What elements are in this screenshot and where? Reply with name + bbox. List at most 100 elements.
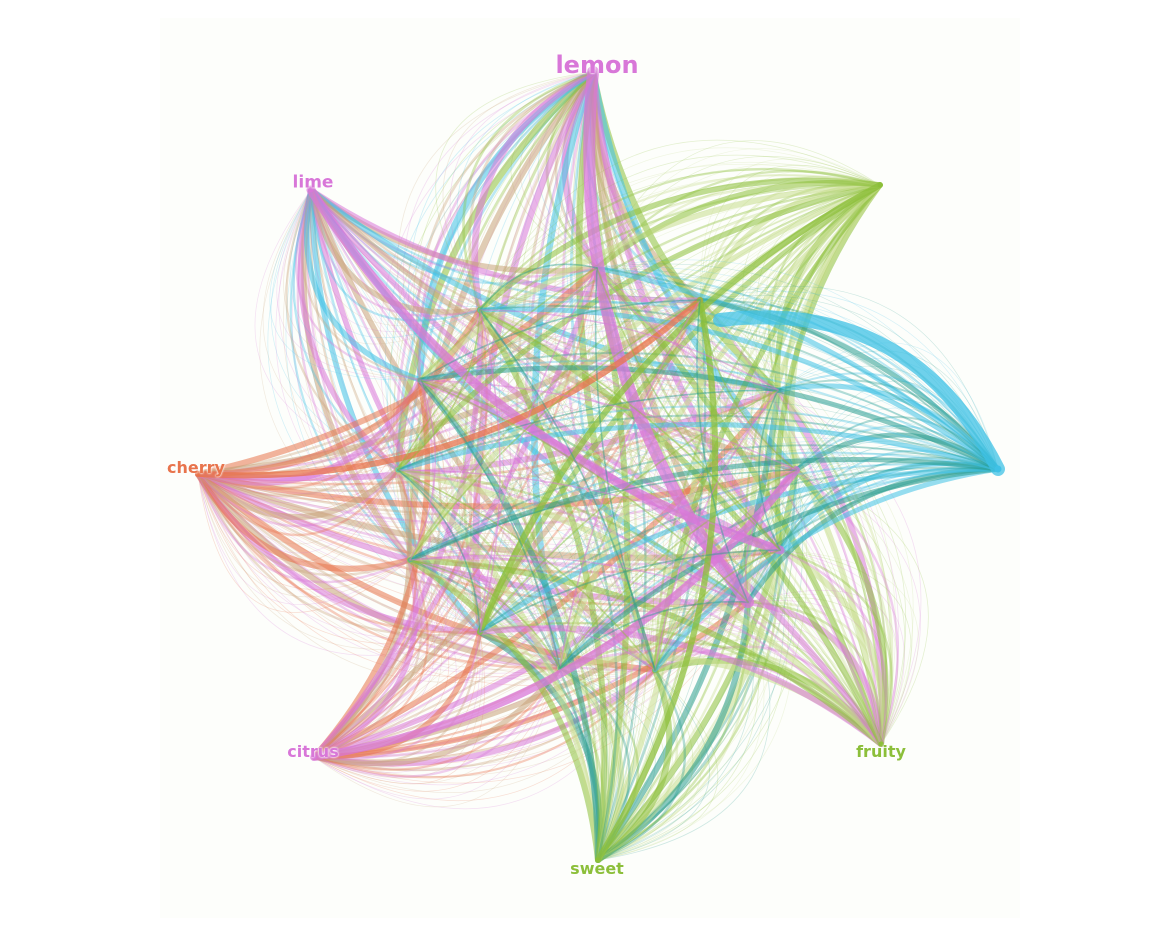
edge-bundle-blue-hub-721	[477, 306, 1001, 472]
edge-bundle-lime-162	[292, 188, 400, 472]
node-label-lime[interactable]: lime	[292, 172, 334, 193]
ring-edge-2-8	[479, 389, 779, 633]
edge-bundle-citrus-346	[313, 469, 432, 758]
edge-bundle-citrus-282	[312, 298, 702, 759]
edge-bundle-lime-156	[289, 188, 412, 562]
edge-bundle-lime-135	[309, 188, 657, 672]
edge-bundle-fruity-489	[779, 549, 919, 745]
edge-bundle-lime-171	[289, 189, 421, 381]
edge-bundle-blue-hub-649	[699, 290, 999, 470]
node-dot-fruity-top[interactable]	[877, 182, 883, 188]
inner-ring-edges	[397, 263, 797, 671]
edge-bundle-citrus-314	[313, 601, 749, 784]
edge-bundle-sweet-413	[556, 664, 625, 864]
ring-edge-1-11	[419, 299, 701, 381]
edge-bundle-fruity-top-605	[479, 184, 881, 633]
edge-bundle-sweet-424	[479, 631, 622, 861]
edge-bundle-cherry-236	[197, 473, 561, 678]
ring-edge-0-10	[397, 267, 598, 471]
node-dot-blue-hub[interactable]	[994, 465, 1002, 473]
edge-bundle-fruity-top-631	[478, 174, 882, 312]
node-label-fruity[interactable]: fruity	[856, 742, 906, 761]
node-dot-cherry[interactable]	[195, 471, 201, 477]
edge-bundle-lime-180	[308, 189, 481, 339]
edge-bundle-cherry-262	[197, 379, 421, 504]
node-dot-lemon[interactable]	[590, 69, 596, 75]
edge-bundle-fruity-482	[795, 469, 929, 745]
edge-bundle-citrus-326	[313, 667, 561, 792]
edge-bundle-fruity-484	[778, 548, 888, 746]
node-label-citrus[interactable]: citrus	[287, 742, 339, 761]
edge-bundle-cherry-242	[197, 473, 481, 645]
ring-edge-3-11	[419, 379, 797, 471]
edge-bundle-fruity-475	[777, 389, 922, 745]
edge-bundle-cherry-256	[197, 469, 399, 554]
edge-bundle-blue-hub-713	[397, 370, 999, 471]
ring-edge-0-6	[594, 267, 656, 671]
edge-bundle-sweet-410	[597, 669, 702, 861]
edge-bundle-lime-170	[295, 188, 422, 382]
edge-bundle-cherry-249	[197, 473, 411, 598]
edge-bundle-citrus-358	[312, 308, 484, 759]
edge-bundle-fruity-top-602	[477, 182, 883, 635]
edge-bundle-fruity-top-559	[699, 158, 881, 301]
edge-bundle-lime-176	[309, 188, 482, 317]
edge-bundle-blue-hub-701	[409, 451, 999, 561]
edge-bundle-citrus-357	[311, 307, 484, 760]
edge-bundle-cherry-241	[197, 473, 481, 640]
edge-bundle-blue-hub-650	[699, 285, 999, 470]
node-label-cherry[interactable]: cherry	[167, 458, 225, 477]
edge-strong-6	[477, 182, 883, 635]
edge-bundle-fruity-473	[777, 389, 907, 745]
edge-bundle-sweet-412	[597, 669, 719, 861]
edge-bundle-citrus-328	[313, 667, 561, 808]
edge-bundle-lime-178	[310, 189, 481, 327]
edge-bundle-cherry-235	[197, 473, 561, 674]
ring-edge-2-6	[654, 389, 779, 671]
edge-bundle-fruity-494	[747, 597, 890, 745]
edge-bundle-blue-hub-686	[557, 466, 1001, 671]
edge-bundle-fruity-502	[654, 622, 882, 745]
edge-bundle-citrus-336	[311, 557, 419, 760]
edge-bundle-citrus-331	[312, 630, 482, 764]
node-label-sweet[interactable]: sweet	[570, 859, 624, 878]
ring-edge-3-7	[559, 469, 797, 669]
edge-bundle-fruity-top-558	[699, 164, 881, 301]
edge-bundle-blue-hub-702	[409, 444, 999, 561]
edge-bundle-fruity-486	[779, 549, 899, 745]
edge-bundle-lime-179	[309, 189, 481, 332]
ring-edge-0-2	[596, 267, 779, 391]
edge-bundle-citrus-345	[312, 468, 425, 759]
edge-bundle-cherry-246	[196, 472, 412, 577]
node-dot-lime[interactable]	[308, 187, 314, 193]
node-dot-fruity[interactable]	[878, 741, 884, 747]
edge-bundle-fruity-474	[777, 389, 914, 745]
edge-bundle-lime-112	[308, 187, 799, 473]
edge-bundle-citrus-354	[313, 379, 456, 758]
edge-bundle-fruity-487	[779, 549, 905, 745]
edge-bundle-citrus-333	[313, 631, 481, 773]
edge-bundle-lime-141	[309, 188, 562, 670]
node-dot-sweet[interactable]	[595, 857, 601, 863]
edge-strong-3	[195, 297, 703, 479]
ring-edge-2-4	[758, 389, 781, 551]
edge-bundle-cherry-251	[197, 473, 411, 613]
edge-bundle-sweet-451	[479, 309, 625, 861]
edge-bundle-cherry-260	[196, 378, 422, 491]
edge-bundle-cherry-247	[196, 472, 412, 584]
edge-bundle-cherry-261	[196, 378, 422, 497]
ring-edge-1-5	[696, 299, 749, 603]
node-markers	[195, 69, 1002, 863]
edge-bundle-lime-169	[300, 188, 422, 382]
node-label-lemon[interactable]: lemon	[555, 51, 639, 79]
edge-bundle-sweet-416	[559, 667, 647, 861]
edge-bundle-fruity-top-616	[395, 182, 883, 473]
edge-bundle-lime-168	[304, 187, 423, 383]
edge-bundle-blue-hub-695	[479, 463, 999, 633]
ring-edge-7-9	[409, 559, 561, 669]
edge-strong-4	[713, 310, 1005, 476]
edge-bundle-citrus-325	[313, 667, 561, 785]
ring-edge-2-10	[397, 389, 779, 471]
edge-bundle-blue-hub-727	[479, 275, 999, 470]
node-dot-citrus[interactable]	[311, 754, 317, 760]
